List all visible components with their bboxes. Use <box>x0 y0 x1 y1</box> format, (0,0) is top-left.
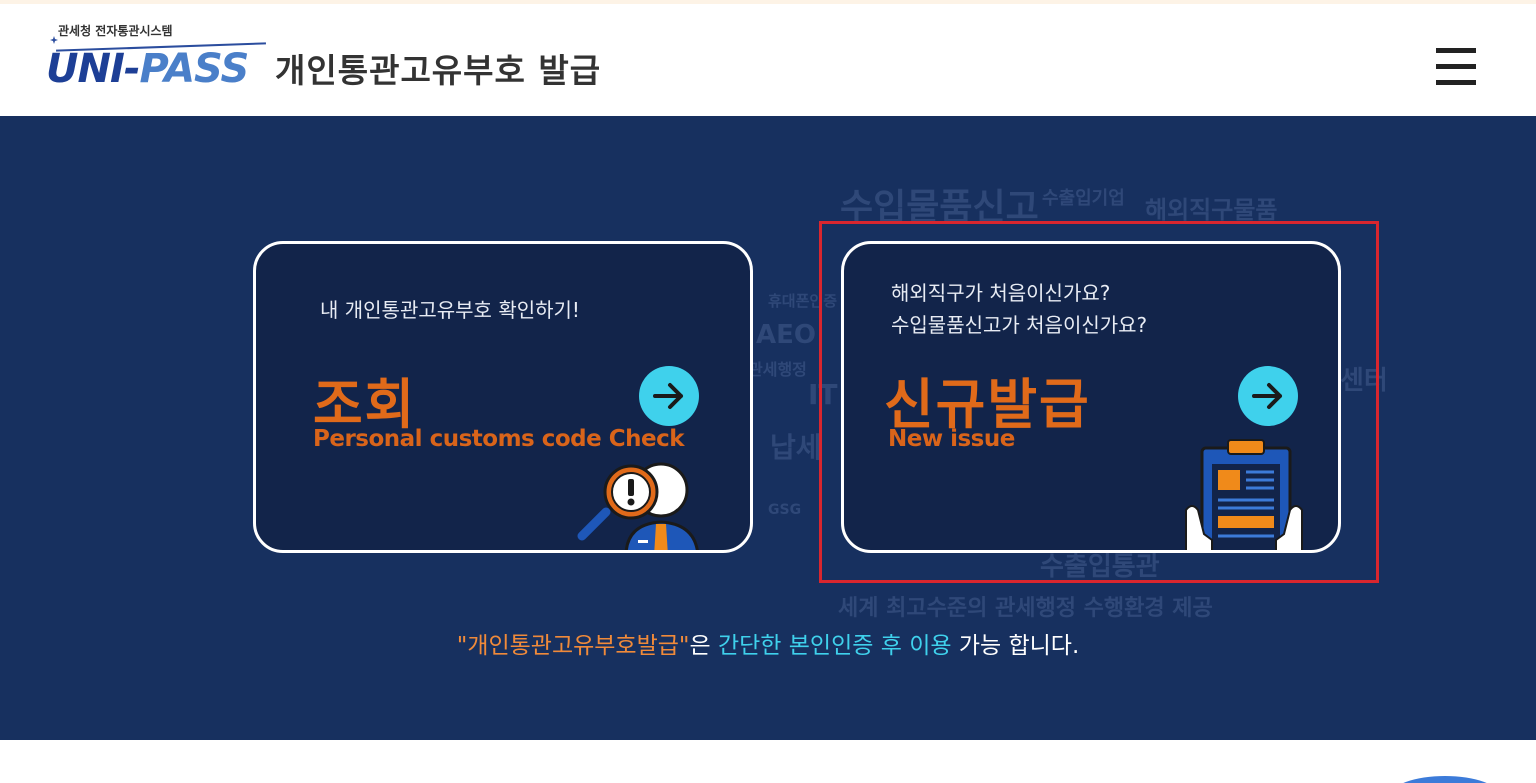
bg-word: 해외직구물품 <box>1145 196 1278 224</box>
bg-word: 수출입통관 <box>1040 552 1160 582</box>
logo-star-icon <box>50 36 58 44</box>
notice-auth-info: 간단한 본인인증 후 이용 <box>717 633 952 659</box>
lookup-title: 조회 <box>313 373 417 436</box>
lookup-subtitle: Personal customs code Check <box>313 426 685 452</box>
logo-wordmark: UNI-PASS <box>46 44 249 94</box>
lookup-card[interactable]: 내 개인통관고유부호 확인하기! 조회 Personal customs cod… <box>253 241 753 553</box>
uni-pass-logo[interactable]: 관세청 전자통관시스템 UNI-PASS <box>46 22 266 100</box>
magnifier-person-icon <box>577 462 699 550</box>
hero-section: 수입물품신고 수출입기업 해외직구물품 휴대폰인증 AEO 관세행정 IT 납세… <box>0 116 1536 740</box>
clipboard-document-icon <box>1185 439 1303 550</box>
logo-subtitle: 관세청 전자통관시스템 <box>58 24 173 38</box>
bg-word: 관세행정 <box>748 360 807 379</box>
notice-service-name: "개인통관고유부호발급" <box>456 633 690 659</box>
top-accent-line <box>0 0 1536 4</box>
notice-text: "개인통관고유부호발급"은 간단한 본인인증 후 이용 가능 합니다. <box>0 626 1536 660</box>
arrow-right-icon[interactable] <box>639 366 699 426</box>
bg-word: 납세 <box>770 431 822 464</box>
issue-subtitle: New issue <box>888 426 1015 452</box>
notice-particle: 은 <box>689 633 718 659</box>
issue-title: 신규발급 <box>884 373 1091 436</box>
logo-pass: PASS <box>139 46 249 92</box>
issue-prompt-line2: 수입물품신고가 처음이신가요? <box>891 313 1148 337</box>
hamburger-menu-icon[interactable] <box>1434 46 1478 86</box>
new-issue-card[interactable]: 해외직구가 처음이신가요? 수입물품신고가 처음이신가요? 신규발급 New i… <box>841 241 1341 553</box>
floating-button[interactable] <box>1390 776 1500 783</box>
lookup-prompt: 내 개인통관고유부호 확인하기! <box>320 298 580 322</box>
bg-word: 수출입기업 <box>1042 188 1125 209</box>
menu-bar <box>1436 64 1476 69</box>
bg-word: GSG <box>768 502 802 518</box>
header: 관세청 전자통관시스템 UNI-PASS 개인통관고유부호 발급 <box>0 4 1536 116</box>
selection-highlight <box>819 221 1379 583</box>
bg-word: 센터 <box>1340 366 1388 396</box>
bg-word: 세계 최고수준의 관세행정 수행환경 제공 <box>838 596 1213 621</box>
notice-end: 가능 합니다. <box>951 633 1080 659</box>
background-word-cloud: 수입물품신고 수출입기업 해외직구물품 휴대폰인증 AEO 관세행정 IT 납세… <box>0 116 1536 740</box>
bg-word: IT <box>808 378 838 411</box>
issue-prompt-line1: 해외직구가 처음이신가요? <box>891 281 1111 305</box>
logo-uni: UNI- <box>46 46 140 92</box>
menu-bar <box>1436 48 1476 53</box>
menu-bar <box>1436 80 1476 85</box>
bg-word: AEO <box>756 320 816 350</box>
bottom-section <box>0 740 1536 783</box>
arrow-right-icon[interactable] <box>1238 366 1298 426</box>
page-title: 개인통관고유부호 발급 <box>275 51 602 90</box>
